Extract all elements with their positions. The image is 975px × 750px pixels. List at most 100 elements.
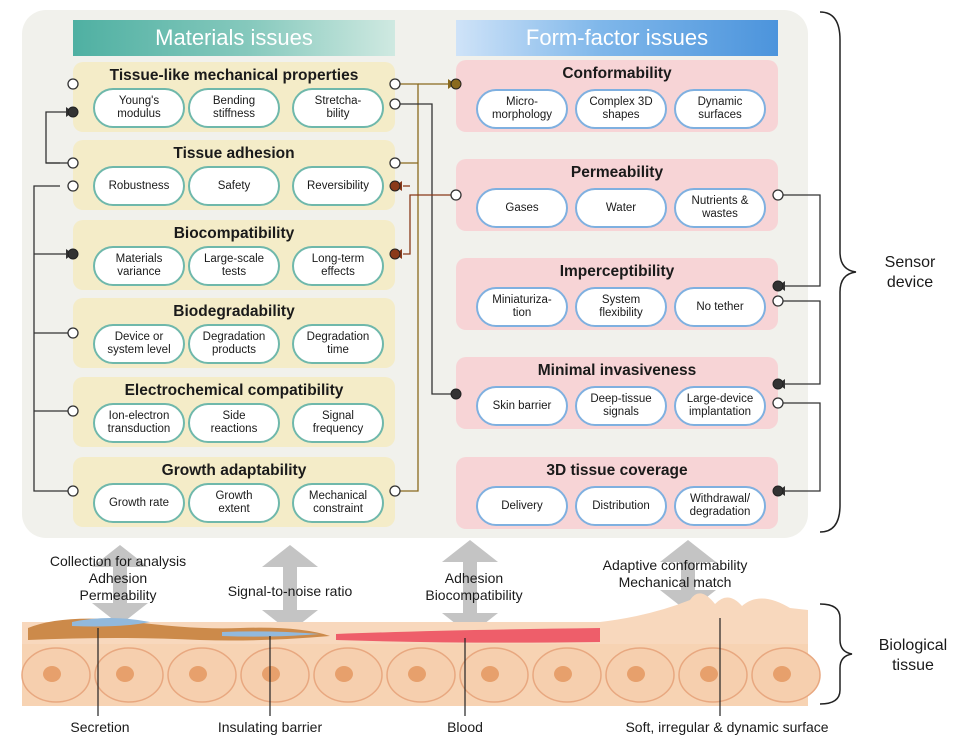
filled-node [450, 78, 462, 90]
sensor-device-bracket [819, 11, 857, 533]
issue-pill-gases: Gases [476, 188, 568, 228]
group-title: Growth adaptability [161, 462, 307, 479]
group-title: Tissue adhesion [173, 145, 295, 162]
open-node [67, 327, 79, 339]
cell-nucleus [43, 666, 61, 682]
open-node [67, 180, 79, 192]
open-node [450, 189, 462, 201]
cell-nucleus [116, 666, 134, 682]
group-title: Biodegradability [173, 303, 295, 320]
issue-pill-reversibility: Reversibility [292, 166, 384, 206]
issue-pill-skin-barrier: Skin barrier [476, 386, 568, 426]
issue-pill-large-scale-tests: Large-scale tests [188, 246, 280, 286]
open-node [389, 157, 401, 169]
tissue-label-secretion: Secretion [70, 719, 130, 735]
issue-pill-ion-electron-transduction: Ion-electron transduction [93, 403, 185, 443]
cell-nucleus [481, 666, 499, 682]
issue-pill-safety: Safety [188, 166, 280, 206]
issue-pill-degradation-products: Degradation products [188, 324, 280, 364]
permeability-to-imperceptibility [778, 194, 821, 287]
interface-label-adaptive-conformability: Adaptive conformability Mechanical match [602, 557, 748, 590]
open-node [772, 295, 784, 307]
left-spine-inner [45, 111, 73, 164]
issue-pill-materials-variance: Materials variance [93, 246, 185, 286]
filled-node [67, 106, 79, 118]
issue-pill-mechanical-constraint: Mechanical constraint [292, 483, 384, 523]
issue-pill-long-term-effects: Long-term effects [292, 246, 384, 286]
filled-node [772, 378, 784, 390]
issue-pill-miniaturiza-tion: Miniaturiza- tion [476, 287, 568, 327]
double-arrow-collection [92, 545, 148, 625]
invasiveness-to-coverage [778, 402, 821, 492]
issue-pill-device-or-system-level: Device or system level [93, 324, 185, 364]
filled-node [450, 388, 462, 400]
issue-pill-nutrients-wastes: Nutrients & wastes [674, 188, 766, 228]
issue-pill-bending-stiffness: Bending stiffness [188, 88, 280, 128]
issue-pill-side-reactions: Side reactions [188, 403, 280, 443]
issue-pill-no-tether: No tether [674, 287, 766, 327]
cell-nucleus [700, 666, 718, 682]
open-node [67, 78, 79, 90]
issue-pill-deep-tissue-signals: Deep-tissue signals [575, 386, 667, 426]
group-title: Electrochemical compatibility [124, 382, 344, 399]
issue-pill-distribution: Distribution [575, 486, 667, 526]
open-node [67, 485, 79, 497]
issue-pill-complex-3d-shapes: Complex 3D shapes [575, 89, 667, 129]
interface-label-signal-to-noise: Signal-to-noise ratio [227, 583, 353, 599]
cell-nucleus [554, 666, 572, 682]
blood-layer [336, 628, 600, 643]
issue-pill-stretcha-bility: Stretcha- bility [292, 88, 384, 128]
imperceptibility-to-invasiveness [778, 300, 821, 385]
double-arrow-adhesion [442, 540, 498, 635]
group-title: Biocompatibility [173, 225, 295, 242]
issue-pill-young-s-modulus: Young's modulus [93, 88, 185, 128]
cell-nucleus [262, 666, 280, 682]
cell-nucleus [189, 666, 207, 682]
open-node [389, 78, 401, 90]
tissue-label-insulating-barrier: Insulating barrier [217, 719, 323, 735]
materials-issues-header: Materials issues [73, 20, 395, 56]
double-arrow-signal [262, 545, 318, 632]
cell-nucleus [335, 666, 353, 682]
group-title: Permeability [570, 164, 664, 181]
filled-node [772, 485, 784, 497]
issue-pill-growth-extent: Growth extent [188, 483, 280, 523]
cell-nucleus [773, 666, 791, 682]
filled-node [772, 280, 784, 292]
issue-pill-robustness: Robustness [93, 166, 185, 206]
open-node [772, 397, 784, 409]
open-node [67, 157, 79, 169]
form-factor-issues-header: Form-factor issues [456, 20, 778, 56]
issue-pill-system-flexibility: System flexibility [575, 287, 667, 327]
group-title: Conformability [562, 65, 672, 82]
issue-pill-delivery: Delivery [476, 486, 568, 526]
group-title: Minimal invasiveness [537, 362, 697, 379]
biological-tissue-label: Biological tissue [878, 637, 948, 674]
interface-label-collection: Collection for analysis Adhesion Permeab… [49, 553, 187, 603]
issue-pill-water: Water [575, 188, 667, 228]
group-title: 3D tissue coverage [546, 462, 688, 479]
secretion-drop [72, 618, 150, 627]
issue-pill-signal-frequency: Signal frequency [292, 403, 384, 443]
secretion-layer [222, 631, 320, 637]
open-node [67, 405, 79, 417]
stretchability-to-invasiveness [395, 103, 452, 395]
left-spine-outer [33, 185, 73, 492]
cell-nucleus [408, 666, 426, 682]
tissue-label-blood: Blood [447, 719, 483, 735]
issue-pill-withdrawal-degradation: Withdrawal/ degradation [674, 486, 766, 526]
issue-pill-micro-morphology: Micro- morphology [476, 89, 568, 129]
sensor-device-label: Sensor device [884, 254, 936, 291]
cell-nucleus [627, 666, 645, 682]
